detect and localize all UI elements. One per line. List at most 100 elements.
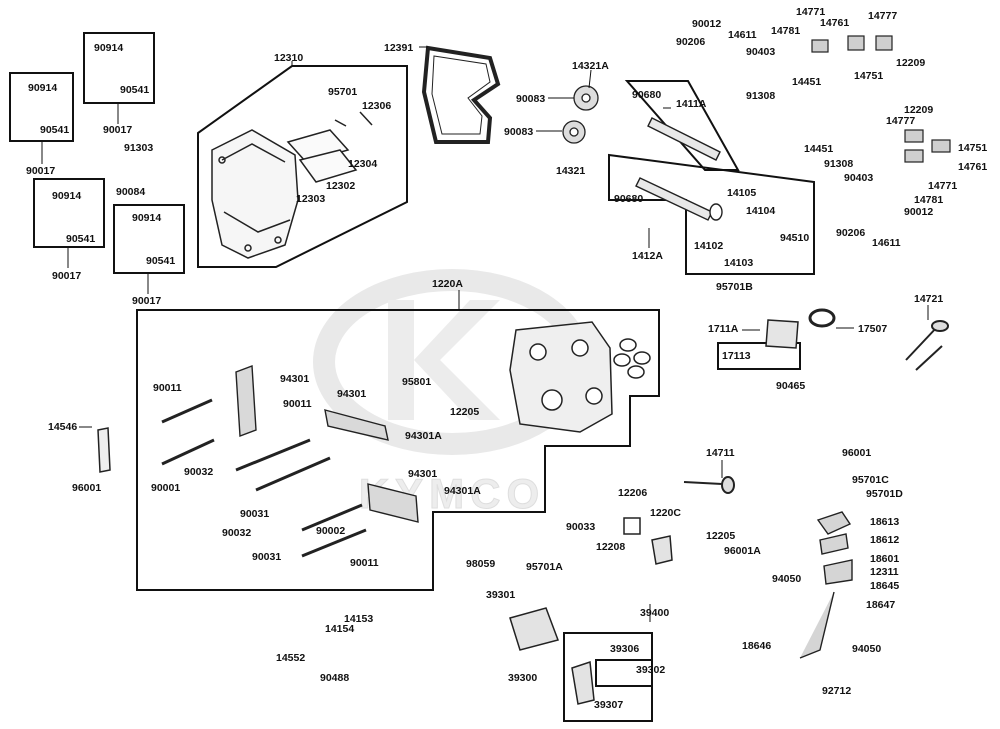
part-label[interactable]: 14104 <box>746 205 776 217</box>
part-label[interactable]: 14711 <box>706 447 735 459</box>
part-label[interactable]: 94301A <box>444 485 481 497</box>
part-label[interactable]: 14321 <box>556 165 586 177</box>
part-label[interactable]: 14761 <box>958 161 988 173</box>
part-label[interactable]: 18613 <box>870 516 900 528</box>
part-label[interactable]: 94301 <box>408 468 438 480</box>
part-label[interactable]: 90017 <box>132 295 162 307</box>
part-label[interactable]: 90465 <box>776 380 806 392</box>
part-label[interactable]: 14781 <box>771 25 801 37</box>
part-label[interactable]: 92712 <box>822 685 852 697</box>
part-label[interactable]: 98059 <box>466 558 496 570</box>
part-label[interactable]: 14102 <box>694 240 724 252</box>
part-label[interactable]: 91303 <box>124 142 154 154</box>
part-label[interactable]: 1220C <box>650 507 681 519</box>
part-label[interactable]: 90084 <box>116 186 146 198</box>
part-label[interactable]: 39400 <box>640 607 670 619</box>
part-label[interactable]: 90017 <box>26 165 56 177</box>
part-label[interactable]: 14611 <box>728 29 757 41</box>
part-label[interactable]: 95801 <box>402 376 432 388</box>
part-label[interactable]: 14771 <box>928 180 958 192</box>
part-label[interactable]: 18646 <box>742 640 772 652</box>
part-label[interactable]: 14777 <box>868 10 898 22</box>
part-label[interactable]: 39306 <box>610 643 640 655</box>
part-label[interactable]: 12205 <box>450 406 480 418</box>
part-label[interactable]: 39300 <box>508 672 538 684</box>
part-label[interactable]: 96001A <box>724 545 761 557</box>
part-label[interactable]: 90403 <box>844 172 874 184</box>
part-label[interactable]: 12311 <box>870 566 899 578</box>
part-label[interactable]: 14103 <box>724 257 754 269</box>
part-label[interactable]: 90914 <box>94 42 124 54</box>
part-label[interactable]: 39301 <box>486 589 516 601</box>
part-label[interactable]: 12303 <box>296 193 326 205</box>
part-label[interactable]: 94301 <box>280 373 310 385</box>
part-label[interactable]: 90083 <box>516 93 546 105</box>
part-label[interactable]: 90914 <box>52 190 82 202</box>
part-label[interactable]: 96001 <box>72 482 102 494</box>
part-label[interactable]: 90541 <box>146 255 176 267</box>
part-label[interactable]: 90680 <box>632 89 662 101</box>
part-label[interactable]: 39302 <box>636 664 666 676</box>
part-label[interactable]: 90914 <box>132 212 162 224</box>
part-label[interactable]: 12306 <box>362 100 392 112</box>
part-label[interactable]: 96001 <box>842 447 872 459</box>
part-label[interactable]: 14451 <box>792 76 822 88</box>
part-label[interactable]: 14105 <box>727 187 757 199</box>
part-label[interactable]: 95701A <box>526 561 563 573</box>
part-label[interactable]: 12208 <box>596 541 626 553</box>
part-label[interactable]: 90206 <box>676 36 706 48</box>
part-label[interactable]: 90033 <box>566 521 596 533</box>
part-label[interactable]: 14781 <box>914 194 944 206</box>
part-label[interactable]: 90001 <box>151 482 181 494</box>
part-label[interactable]: 14321A <box>572 60 609 72</box>
part-label[interactable]: 90206 <box>836 227 866 239</box>
part-label[interactable]: 14153 <box>344 613 374 625</box>
part-label[interactable]: 90011 <box>153 382 182 394</box>
part-label[interactable]: 95701B <box>716 281 753 293</box>
part-label[interactable]: 17113 <box>722 350 751 362</box>
part-label[interactable]: 1220A <box>432 278 463 290</box>
part-label[interactable]: 14771 <box>796 6 826 18</box>
part-label[interactable]: 14761 <box>820 17 850 29</box>
part-label[interactable]: 90083 <box>504 126 534 138</box>
part-label[interactable]: 95701D <box>866 488 903 500</box>
part-label[interactable]: 18612 <box>870 534 900 546</box>
part-label[interactable]: 90031 <box>240 508 270 520</box>
part-label[interactable]: 90541 <box>120 84 150 96</box>
part-label[interactable]: 1412A <box>632 250 663 262</box>
part-label[interactable]: 90011 <box>283 398 312 410</box>
part-label[interactable]: 1711A <box>708 323 739 335</box>
part-label[interactable]: 90017 <box>52 270 82 282</box>
part-label[interactable]: 91308 <box>746 90 776 102</box>
part-label[interactable]: 12209 <box>904 104 934 116</box>
part-label[interactable]: 18601 <box>870 553 900 565</box>
part-label[interactable]: 90017 <box>103 124 133 136</box>
part-label[interactable]: 14154 <box>325 623 355 635</box>
part-label[interactable]: 94301A <box>405 430 442 442</box>
part-label[interactable]: 94050 <box>852 643 882 655</box>
part-label[interactable]: 95701 <box>328 86 358 98</box>
part-label[interactable]: 18645 <box>870 580 900 592</box>
part-label[interactable]: 17507 <box>858 323 888 335</box>
part-label[interactable]: 94301 <box>337 388 367 400</box>
part-label[interactable]: 14611 <box>872 237 901 249</box>
part-label[interactable]: 90680 <box>614 193 644 205</box>
part-label[interactable]: 90012 <box>904 206 934 218</box>
part-label[interactable]: 90914 <box>28 82 58 94</box>
part-label[interactable]: 12206 <box>618 487 648 499</box>
part-label[interactable]: 12209 <box>896 57 926 69</box>
part-label[interactable]: 90541 <box>40 124 70 136</box>
part-label[interactable]: 90488 <box>320 672 350 684</box>
part-label[interactable]: 12304 <box>348 158 378 170</box>
part-label[interactable]: 14751 <box>958 142 988 154</box>
part-label[interactable]: 95701C <box>852 474 889 486</box>
part-label[interactable]: 90031 <box>252 551 282 563</box>
part-label[interactable]: 90032 <box>184 466 214 478</box>
part-label[interactable]: 12391 <box>384 42 414 54</box>
part-label[interactable]: 14751 <box>854 70 884 82</box>
part-label[interactable]: 90011 <box>350 557 379 569</box>
part-label[interactable]: 14546 <box>48 421 78 433</box>
part-label[interactable]: 91308 <box>824 158 854 170</box>
part-label[interactable]: 14451 <box>804 143 834 155</box>
part-label[interactable]: 90403 <box>746 46 776 58</box>
